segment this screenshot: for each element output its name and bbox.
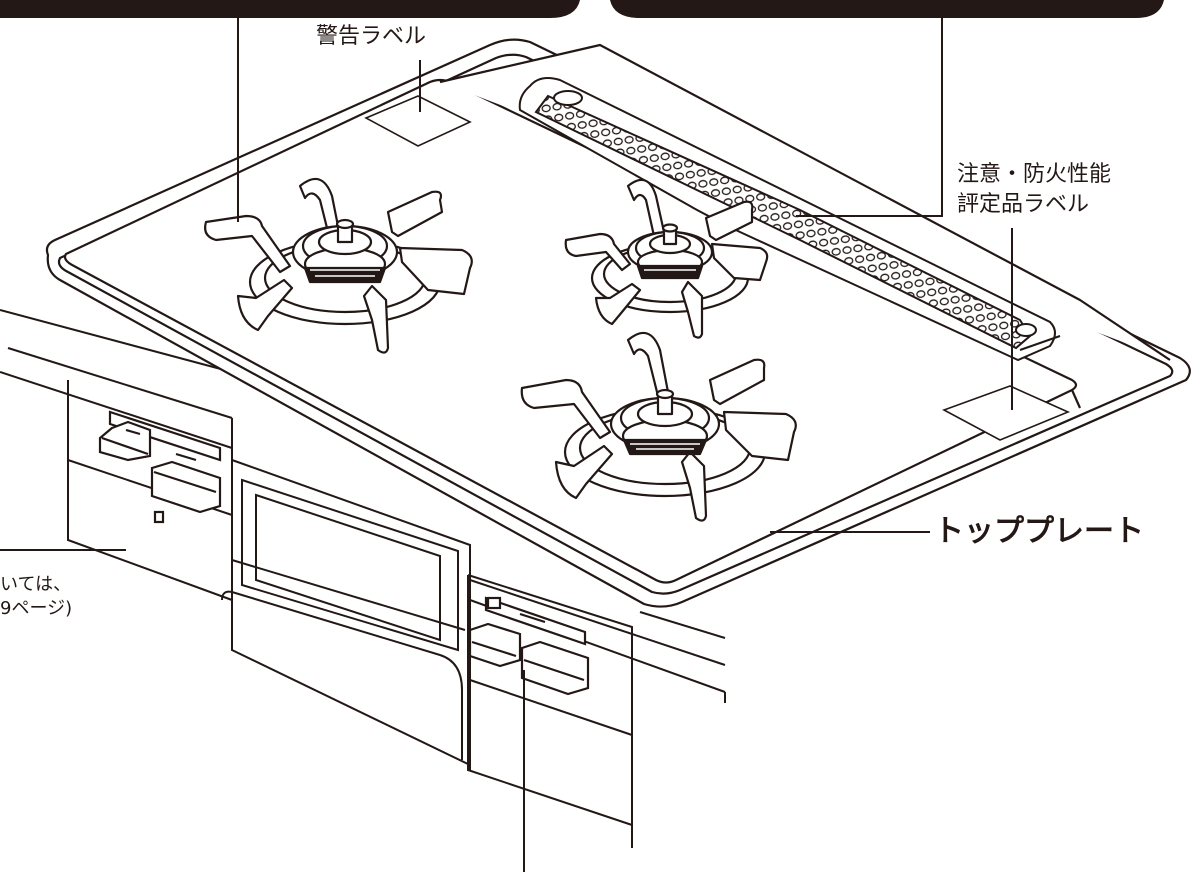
warning-label-text: 警告ラベル [316, 24, 427, 49]
burner-back-right [564, 178, 769, 339]
caution-label-text-line1: 注意・防火性能 [957, 162, 1112, 187]
front-panels [67, 380, 633, 848]
control-knobs-right [468, 596, 590, 696]
left-note-line2: 9ページ) [0, 598, 73, 619]
top-plate [45, 38, 1191, 608]
caution-label-text-line2: 評定品ラベル [957, 192, 1090, 217]
top-callout-boxes [0, 0, 1164, 18]
top-plate-text: トッププレート [934, 514, 1144, 549]
burner-front-right [520, 331, 797, 522]
control-knobs-left [98, 410, 222, 524]
left-note-line1: いては、 [0, 574, 72, 595]
label-stickers [364, 95, 1071, 441]
burner-left [204, 177, 473, 354]
exhaust-grille [518, 77, 1061, 362]
leader-lines [0, 0, 1013, 872]
